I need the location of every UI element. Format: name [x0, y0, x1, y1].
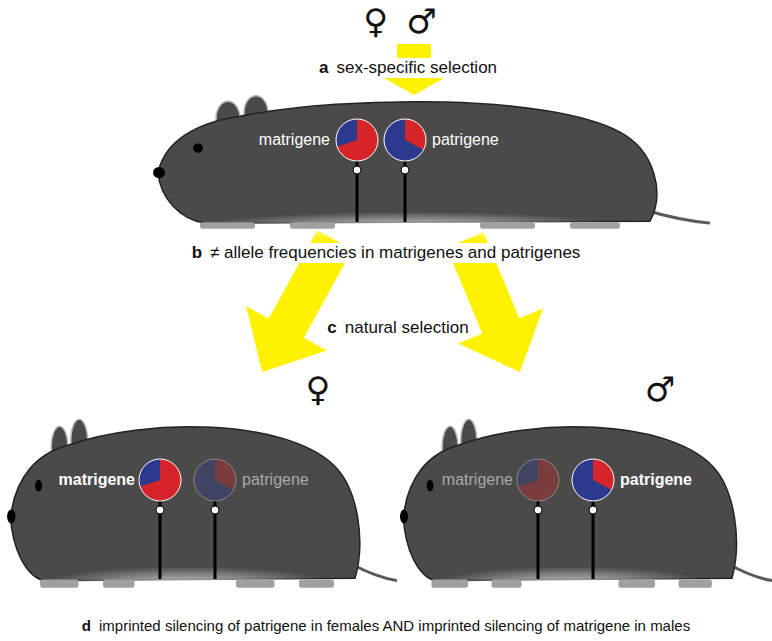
active-gene-label: matrigene — [59, 471, 135, 489]
mouse-foot — [480, 222, 535, 229]
allele-pie — [572, 459, 614, 501]
label-line: asex-specific selection — [317, 58, 499, 78]
belly-glow — [431, 566, 711, 604]
allele-pie — [384, 119, 426, 161]
centromere — [211, 506, 219, 514]
mouse-foot — [570, 222, 620, 229]
sex-symbol: ♂ — [645, 370, 675, 409]
allele-pie — [194, 459, 236, 501]
centromere — [401, 166, 409, 174]
allele-slice — [139, 459, 160, 486]
allele-slice — [517, 459, 538, 486]
mouse-nose — [7, 509, 15, 523]
gene-drawing — [398, 372, 772, 607]
mouse-body — [158, 102, 657, 223]
pie-rim — [517, 459, 559, 501]
mouse-outline — [150, 90, 710, 240]
silenced-gene-label: matrigene — [442, 471, 513, 489]
allele-pie — [517, 459, 559, 501]
centromere — [534, 506, 542, 514]
pie-rim — [572, 459, 614, 501]
active-gene-label: patrigene — [620, 471, 692, 489]
mouse-foot — [40, 579, 79, 587]
mouse-foot — [679, 579, 712, 587]
mouse-outline — [398, 412, 772, 602]
mouse-foot — [236, 579, 275, 587]
allele-pie — [336, 119, 378, 161]
mouse-eye — [427, 480, 434, 492]
step-label: natural selection — [343, 318, 471, 338]
mouse-foot — [299, 579, 334, 587]
gene-label: patrigene — [432, 131, 499, 149]
pie-rim — [194, 459, 236, 501]
mouse-foot — [200, 222, 255, 229]
gene-drawing — [5, 372, 397, 607]
mouse-outline — [5, 412, 397, 602]
sex-symbol: ♂ — [404, 2, 438, 41]
mouse-nose — [400, 509, 408, 523]
mouse-eye — [35, 480, 42, 492]
label-line: dimprinted silencing of patrigene in fem… — [80, 617, 692, 634]
step-letter: c — [325, 318, 338, 338]
step-letter: b — [190, 243, 204, 263]
mouse-nose — [153, 167, 165, 178]
allele-slice — [336, 119, 357, 146]
sex-symbol: ♀ — [361, 2, 390, 41]
label-line: ♀♂ — [361, 2, 438, 41]
mouse-node: ♀ matrigene patrigene — [5, 372, 397, 607]
mouse-node: matrigene patrigene — [150, 90, 710, 240]
mouse-foot — [103, 579, 135, 587]
sex-symbol: ♀ — [306, 370, 331, 409]
pie-rim — [336, 119, 378, 161]
mouse-body — [403, 427, 736, 581]
belly-glow — [40, 566, 334, 604]
gene-label: matrigene — [259, 131, 330, 149]
centromere — [156, 506, 164, 514]
step-letter: d — [80, 617, 93, 634]
mouse-foot — [290, 222, 335, 229]
mouse-node: ♂ matrigene patrigene — [398, 372, 772, 607]
label-line: b≠ allele frequencies in matrigenes and … — [190, 243, 583, 263]
step-label: imprinted silencing of patrigene in fema… — [97, 617, 692, 634]
silenced-gene-label: patrigene — [242, 471, 309, 489]
mouse-eye — [193, 143, 203, 152]
pie-rim — [384, 119, 426, 161]
step-letter: a — [317, 58, 330, 78]
step-label: sex-specific selection — [334, 58, 499, 78]
step-label: ≠ allele frequencies in matrigenes and p… — [208, 243, 582, 263]
centromere — [589, 506, 597, 514]
belly-glow — [200, 212, 620, 242]
mouse-body — [11, 427, 360, 581]
mouse-foot — [431, 579, 468, 587]
gene-drawing — [150, 90, 710, 240]
pie-rim — [139, 459, 181, 501]
allele-pie — [139, 459, 181, 501]
mouse-foot — [492, 579, 522, 587]
label-line: cnatural selection — [325, 318, 470, 338]
mouse-foot — [618, 579, 655, 587]
centromere — [353, 166, 361, 174]
